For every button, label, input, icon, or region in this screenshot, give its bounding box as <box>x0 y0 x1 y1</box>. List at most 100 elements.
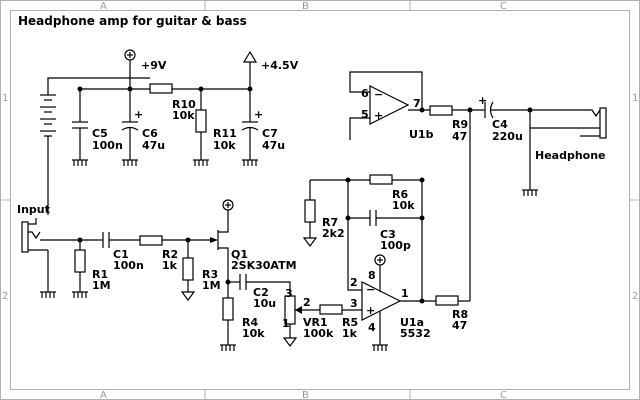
r11-ref: R11 <box>213 127 237 140</box>
r4-value: 10k <box>242 327 265 340</box>
r9-value: 47 <box>452 130 467 143</box>
column-label-c-top: C <box>500 1 507 12</box>
ground-symbol <box>122 159 138 166</box>
capacitor-c7: + C7 47u <box>241 108 285 160</box>
c6-plus: + <box>134 108 143 121</box>
plus-9v-label: +9V <box>141 59 167 72</box>
c6-value: 47u <box>142 139 165 152</box>
c4-ref: C4 <box>492 118 508 131</box>
resistor-r6: R6 10k <box>369 174 422 212</box>
capacitor-c3: C3 100p <box>345 210 425 252</box>
r5-ref: R5 <box>342 316 358 329</box>
resistor-r5: R5 1k <box>319 304 362 340</box>
row-label-1-left: 1 <box>2 93 8 104</box>
input-jack <box>21 218 49 292</box>
resistor-r8: R8 47 <box>435 295 470 332</box>
q1-value: 2SK30ATM <box>231 259 297 272</box>
c6-ref: C6 <box>142 127 158 140</box>
r7-value: 2k2 <box>322 227 345 240</box>
u1a-ref: U1a <box>400 316 424 329</box>
battery-symbol <box>40 90 56 215</box>
c3-ref: C3 <box>380 228 396 241</box>
schematic-title: Headphone amp for guitar & bass <box>18 14 247 28</box>
resistor-r9: R9 47 <box>429 105 482 143</box>
capacitor-c6: + C6 47u <box>121 108 165 160</box>
c2-value: 10u <box>253 297 276 310</box>
r5-value: 1k <box>342 327 358 340</box>
row-label-2-right: 2 <box>632 291 638 302</box>
c4-value: 220u <box>492 130 523 143</box>
plus-4v5-label: +4.5V <box>261 59 299 72</box>
r8-ref: R8 <box>452 308 468 321</box>
u1a-pin-1: 1 <box>401 287 409 300</box>
r6-value: 10k <box>392 199 415 212</box>
plus-4v5-rail: +4.5V <box>242 50 299 115</box>
r2-value: 1k <box>162 259 178 272</box>
u1b-minus: − <box>374 88 383 101</box>
u1b-pin-6: 6 <box>361 87 369 100</box>
r10-value: 10k <box>172 109 195 122</box>
capacitor-c1: C1 100n <box>100 232 144 272</box>
row-label-1-right: 1 <box>632 93 638 104</box>
resistor-r4: R4 10k <box>222 282 265 345</box>
u1a-pin-3: 3 <box>350 297 358 310</box>
c5-ref: C5 <box>92 127 108 140</box>
r3-value: 1M <box>202 279 221 292</box>
jfet-q1: Q1 2SK30ATM <box>210 199 297 282</box>
column-label-b-bottom: B <box>302 390 309 400</box>
ground-symbol <box>72 291 88 298</box>
column-label-c-bottom: C <box>500 390 507 400</box>
r4-ref: R4 <box>242 316 258 329</box>
headphone-jack <box>529 107 607 190</box>
vr1-pin-2: 2 <box>303 296 311 309</box>
vr1-pin-3: 3 <box>285 287 293 300</box>
ground-symbol <box>193 159 209 166</box>
c4-plus: + <box>478 94 487 107</box>
c5-value: 100n <box>92 139 123 152</box>
input-stage: Input R1 1M C1 100n <box>17 199 362 351</box>
potentiometer-vr1: 3 2 1 VR1 100k <box>282 287 334 347</box>
c3-value: 100p <box>380 239 411 252</box>
ground-symbol <box>372 344 388 351</box>
capacitor-c2: C2 10u <box>228 274 291 310</box>
plus-9v-terminal: +9V <box>124 49 167 72</box>
opamp-u1a-stage: − + 2 3 1 8 4 U1a 5532 R6 10k <box>302 174 470 351</box>
ground-symbol <box>242 159 258 166</box>
c7-ref: C7 <box>262 127 278 140</box>
resistor-r2: R2 1k <box>139 235 210 272</box>
u1b-plus: + <box>374 109 383 122</box>
capacitor-c4: + C4 220u <box>478 94 530 143</box>
r11-value: 10k <box>213 139 236 152</box>
r9-ref: R9 <box>452 118 468 131</box>
resistor-r11: R11 10k <box>195 89 237 160</box>
opamp-u1b-stage: − + 6 5 7 U1b R9 47 + C4 220u <box>349 71 607 301</box>
vr1-pin-1: 1 <box>282 317 290 330</box>
resistor-r3: R3 1M <box>180 240 221 301</box>
r8-value: 47 <box>452 319 467 332</box>
column-label-a-top: A <box>100 1 107 12</box>
ground-symbol <box>40 291 56 298</box>
c1-ref: C1 <box>113 248 129 261</box>
resistor-r1: R1 1M <box>74 240 111 292</box>
u1b-ref: U1b <box>409 128 434 141</box>
r1-ref: R1 <box>92 268 108 281</box>
resistor-r7: R7 2k2 <box>302 180 345 247</box>
ground-symbol <box>220 344 236 351</box>
u1a-minus: − <box>366 283 375 296</box>
u1b-pin-5: 5 <box>361 108 369 121</box>
u1a-pin-2: 2 <box>350 276 358 289</box>
r1-value: 1M <box>92 279 111 292</box>
ground-symbol <box>72 159 88 166</box>
vr1-ref: VR1 <box>303 316 328 329</box>
c1-value: 100n <box>113 259 144 272</box>
column-label-b-top: B <box>302 1 309 12</box>
c7-plus: + <box>254 108 263 121</box>
resistor-r10: R10 10k <box>130 83 250 122</box>
r7-ref: R7 <box>322 216 338 229</box>
c2-ref: C2 <box>253 286 269 299</box>
r6-ref: R6 <box>392 188 408 201</box>
r3-ref: R3 <box>202 268 218 281</box>
r2-ref: R2 <box>162 248 178 261</box>
